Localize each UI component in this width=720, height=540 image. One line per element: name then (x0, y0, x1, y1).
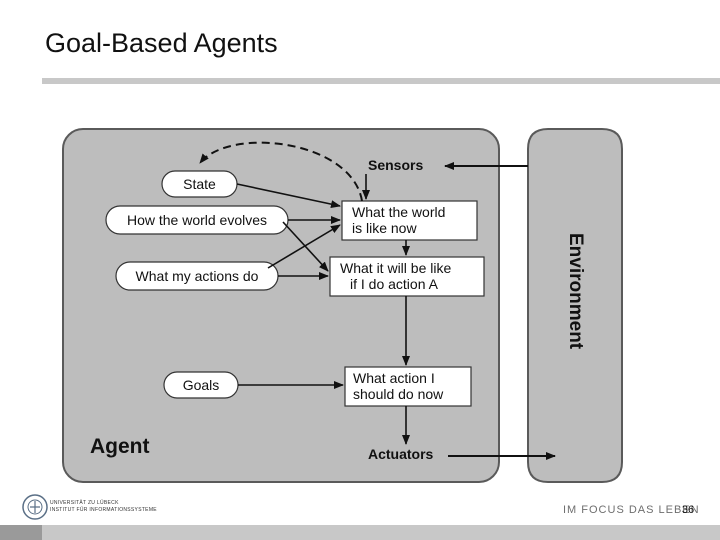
university-line1: UNIVERSITÄT ZU LÜBECK (50, 500, 119, 506)
environment-panel (527, 128, 623, 483)
agent-panel (62, 128, 500, 483)
actions-to-world-arrow (267, 224, 341, 269)
world-now-text-line2: is like now (352, 220, 417, 236)
bottom-bar (0, 525, 720, 540)
goals-text: Goals (183, 377, 220, 393)
state-to-world-arrow (236, 183, 341, 209)
action-a-text-line1: What it will be like (340, 260, 451, 276)
university-seal-icon (22, 494, 48, 520)
agent-label: Agent (90, 435, 150, 458)
action-a-text-line2: if I do action A (350, 276, 439, 292)
environment-label: Environment (565, 233, 586, 350)
what-action-text-line2: should do now (353, 386, 444, 402)
title-divider (42, 78, 720, 84)
university-line2: INSTITUT FÜR INFORMATIONSSYSTEME (50, 507, 157, 513)
feedback-dashed-arrow (199, 141, 363, 202)
page-number: 36 (681, 504, 695, 516)
actuators-label: Actuators (368, 446, 434, 462)
world-evolves-text: How the world evolves (127, 212, 267, 228)
what-action-box (344, 366, 472, 407)
world-now-text-line1: What the world (352, 204, 445, 220)
action-a-box (329, 256, 485, 297)
bottom-bar-accent (0, 525, 42, 540)
sensors-label: Sensors (368, 157, 423, 173)
state-text: State (183, 176, 216, 192)
footer-motto: IM FOCUS DAS LEBEN (563, 504, 700, 516)
university-name: UNIVERSITÄT ZU LÜBECK INSTITUT FÜR INFOR… (50, 500, 157, 514)
slide-title: Goal-Based Agents (45, 28, 278, 58)
what-action-text-line1: What action I (353, 370, 435, 386)
world-now-box (341, 200, 478, 241)
actions-do-text: What my actions do (136, 268, 259, 284)
